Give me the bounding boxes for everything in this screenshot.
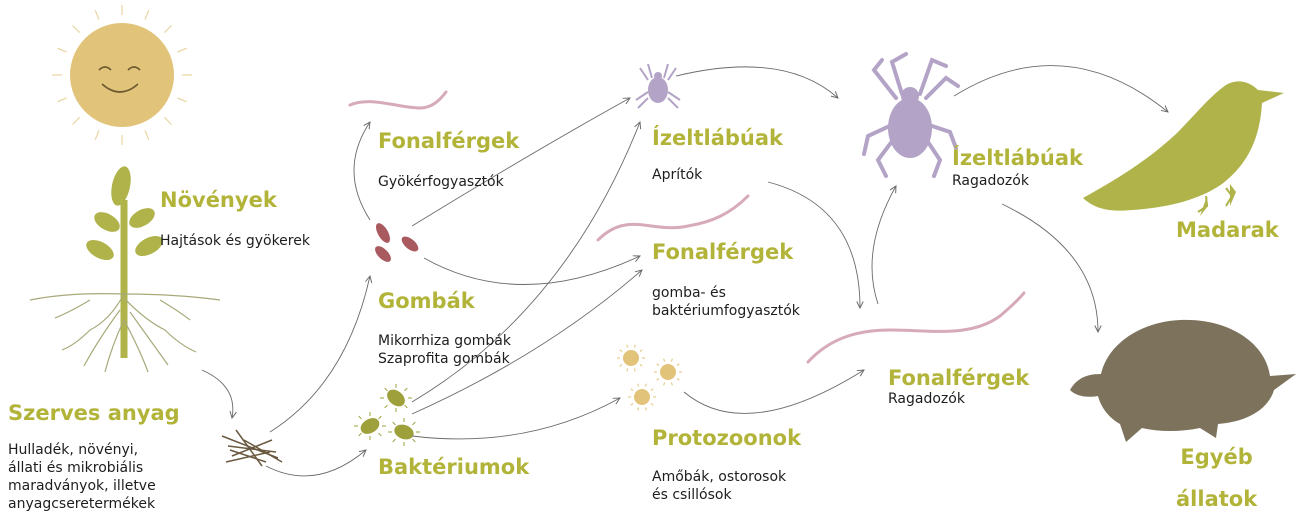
bacteria-icon xyxy=(354,384,420,446)
sun-ray xyxy=(57,48,66,52)
arrow-bakteriumok-protozoonok xyxy=(412,398,620,439)
arrow-szerves-anyag-bakteriumok xyxy=(266,450,366,476)
bacterium-icon xyxy=(388,418,420,446)
protozoa-icon xyxy=(617,345,682,411)
node-title-izeltlabuak-1: Ízeltlábúak xyxy=(652,128,783,149)
node-subtitle-fonalfergek-3: Ragadozók xyxy=(888,390,965,408)
mole-icon xyxy=(1070,320,1296,442)
sun-ray xyxy=(145,10,149,19)
node-title-fonalfergek-3: Fonalférgek xyxy=(888,368,1029,389)
bird-icon xyxy=(1083,81,1284,216)
sun-ray xyxy=(145,130,149,139)
node-title-madarak: Madarak xyxy=(1176,220,1279,241)
node-title-novenyek: Növények xyxy=(160,190,277,211)
sun-ray xyxy=(95,10,99,19)
nematode-icon xyxy=(808,293,1024,362)
node-subtitle-novenyek: Hajtások és gyökerek xyxy=(160,232,310,250)
sun-ray xyxy=(95,130,99,139)
arrow-izeltlabuak-1-izeltlabuak-2 xyxy=(676,67,838,98)
protozoon-icon xyxy=(617,345,645,372)
arrow-fonalfergek-3-izeltlabuak-2 xyxy=(872,186,896,304)
mite-icon xyxy=(864,54,958,176)
litter-icon xyxy=(222,430,282,466)
node-title-egyeb-allatok: Egyéb állatok xyxy=(1176,436,1257,520)
arrow-novenyek-szerves-anyag xyxy=(202,370,233,418)
node-subtitle-izeltlabuak-1: Aprítók xyxy=(652,166,702,184)
sun-ray xyxy=(57,98,66,102)
node-title-protozoonok: Protozoonok xyxy=(652,428,801,449)
fungi-icon xyxy=(372,221,420,265)
node-title-bakteriumok: Baktériumok xyxy=(378,457,529,478)
arrow-szerves-anyag-gombak xyxy=(270,276,370,432)
node-subtitle-gombak: Mikorrhiza gombák Szaprofita gombák xyxy=(378,332,511,368)
node-subtitle-fonalfergek-1: Gyökérfogyasztók xyxy=(378,173,504,191)
arrow-gombak-izeltlabuak-1 xyxy=(412,98,630,226)
sun-ray xyxy=(73,26,80,33)
protozoon-icon xyxy=(628,384,656,411)
arrow-gombak-fonalfergek-2 xyxy=(424,256,640,285)
arrow-izeltlabuak-2-egyeb-allatok xyxy=(1002,204,1098,332)
node-subtitle-protozoonok: Amőbák, ostorosok és csillósok xyxy=(652,468,786,504)
arrow-protozoonok-fonalfergek-3 xyxy=(684,370,864,413)
node-subtitle-szerves-anyag: Hulladék, növényi, állati és mikrobiális… xyxy=(8,441,156,513)
node-subtitle-fonalfergek-2: gomba- és baktériumfogyasztók xyxy=(652,284,800,320)
node-title-izeltlabuak-2: Ízeltlábúak xyxy=(952,148,1083,169)
sun-ray xyxy=(177,98,186,102)
node-title-szerves-anyag: Szerves anyag xyxy=(8,403,180,424)
bacterium-icon xyxy=(380,384,412,412)
nematode-icon xyxy=(350,92,446,108)
node-subtitle-izeltlabuak-2: Ragadozók xyxy=(952,172,1029,190)
node-title-fonalfergek-2: Fonalférgek xyxy=(652,242,793,263)
sun-ray xyxy=(164,26,171,33)
nematode-icon xyxy=(598,196,748,240)
arrow-novenyek-fonalfergek-1 xyxy=(354,122,370,220)
arrow-izeltlabuak-2-madarak xyxy=(954,66,1168,112)
sun-ray xyxy=(164,117,171,124)
sun-ray xyxy=(177,48,186,52)
sun-ray xyxy=(73,117,80,124)
node-title-gombak: Gombák xyxy=(378,291,475,312)
bacterium-icon xyxy=(354,412,386,440)
protozoon-icon xyxy=(654,359,682,386)
node-title-fonalfergek-1: Fonalférgek xyxy=(378,131,519,152)
mite-icon xyxy=(636,64,680,108)
sun-icon xyxy=(52,5,192,145)
